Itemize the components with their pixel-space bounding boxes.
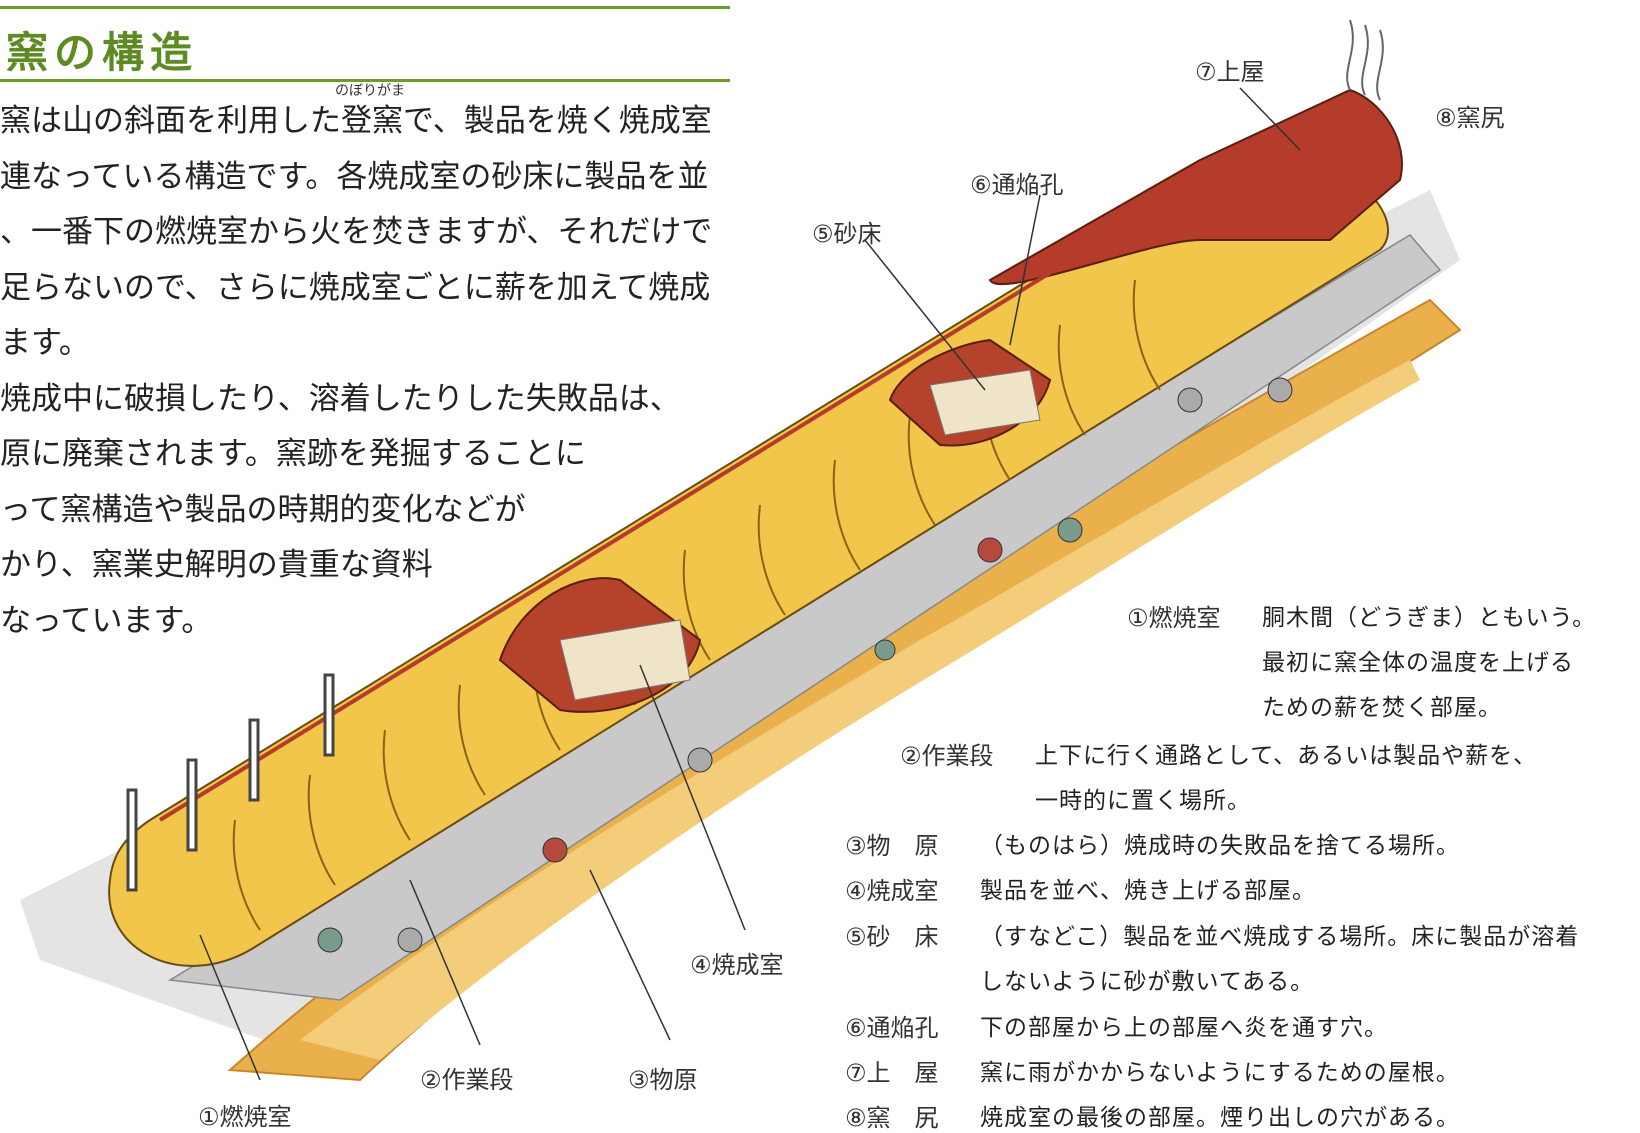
- legend-desc: 窯に雨がかからないようにするための屋根。: [980, 1060, 1460, 1086]
- intro-line: 原に廃棄されます。窯跡を発掘することに: [0, 436, 586, 472]
- leader-flue: [1009, 194, 1041, 346]
- leader-dump: [589, 869, 671, 1041]
- leader-work: [409, 879, 481, 1046]
- legend-desc: （ものはら）焼成時の失敗品を捨てる場所。: [980, 833, 1460, 859]
- leader-combustion: [199, 934, 261, 1081]
- leader-sandbed: [864, 239, 986, 391]
- label-roof: ⑦上屋: [1195, 58, 1265, 86]
- intro-line: 、一番下の燃焼室から火を焚きますが、それだけで: [0, 214, 713, 250]
- label-work-step: ②作業段: [420, 1066, 514, 1094]
- legend-term: ⑧窯 尻: [845, 1104, 939, 1132]
- intro-line: なっています。: [0, 602, 213, 639]
- roof: [988, 88, 1403, 286]
- label-sandbed: ⑤砂床: [812, 220, 882, 248]
- ruby-annotation: のぼりがま: [335, 83, 405, 99]
- legend-desc: 製品を並べ、焼き上げる部屋。: [980, 878, 1316, 904]
- roof-posts: [126, 673, 335, 892]
- legend-term: ②作業段: [900, 742, 994, 770]
- legend-desc: 焼成室の最後の部屋。煙り出しの穴がある。: [980, 1105, 1460, 1131]
- smoke: [1346, 19, 1384, 101]
- intro-line: 足らないので、さらに焼成室ごとに薪を加えて焼成: [0, 269, 711, 306]
- legend-term: ⑤砂 床: [845, 923, 939, 951]
- legend-desc: しないように砂が敷いてある。: [980, 969, 1315, 995]
- label-flue: ⑥通焔孔: [970, 171, 1064, 199]
- intro-line: 窯は山の斜面を利用した登窯で、製品を焼く焼成室: [0, 103, 712, 139]
- legend-term: ⑦上 屋: [845, 1059, 939, 1087]
- label-dump: ③物原: [628, 1066, 698, 1094]
- dump-slope-inner: [300, 360, 1420, 1060]
- leader-roof: [1239, 87, 1301, 151]
- intro-line: 連なっている構造です。各焼成室の砂床に製品を並: [0, 158, 709, 195]
- intro-line: 焼成中に破損したり、溶着したりした失敗品は、: [0, 380, 681, 417]
- legend-desc: 下の部屋から上の部屋へ炎を通す穴。: [980, 1015, 1388, 1041]
- legend-desc: 一時的に置く場所。: [1035, 788, 1251, 814]
- intro-line: かり、窯業史解明の貴重な資料: [0, 547, 433, 583]
- legend-desc: ための薪を焚く部屋。: [1262, 695, 1502, 721]
- legend-desc: 最初に窯全体の温度を上げる: [1262, 650, 1574, 676]
- label-kiln-tail: ⑧窯尻: [1435, 104, 1505, 132]
- legend-desc: 胴木間（どうぎま）ともいう。: [1262, 605, 1597, 631]
- legend-term: ③物 原: [845, 832, 939, 860]
- label-firing-chamber: ④焼成室: [690, 951, 784, 979]
- roof-ridge: [158, 148, 1252, 822]
- legend-term: ⑥通焔孔: [845, 1014, 939, 1042]
- leader-firing: [639, 664, 746, 931]
- sand-bed-4: [559, 619, 691, 701]
- page-title: 窯の構造: [6, 28, 199, 77]
- legend-desc: （すなどこ）製品を並べ焼成する場所。床に製品が溶着: [980, 924, 1580, 950]
- intro-line: ます。: [0, 325, 90, 361]
- leader-lines: [199, 87, 1301, 1081]
- legend-term: ①燃焼室: [1127, 604, 1221, 632]
- debris: [317, 377, 1293, 953]
- title-bar: 窯の構造: [0, 6, 730, 82]
- intro-line: って窯構造や製品の時期的変化などが: [0, 491, 526, 528]
- intro-text: 窯は山の斜面を利用した登窯で、製品を焼く焼成室 連なっている構造です。各焼成室の…: [0, 94, 760, 649]
- legend-term: ④焼成室: [845, 877, 939, 905]
- label-combustion: ①燃焼室: [198, 1103, 292, 1131]
- legend-desc: 上下に行く通路として、あるいは製品や薪を、: [1035, 743, 1538, 769]
- sand-bed-6: [929, 369, 1041, 436]
